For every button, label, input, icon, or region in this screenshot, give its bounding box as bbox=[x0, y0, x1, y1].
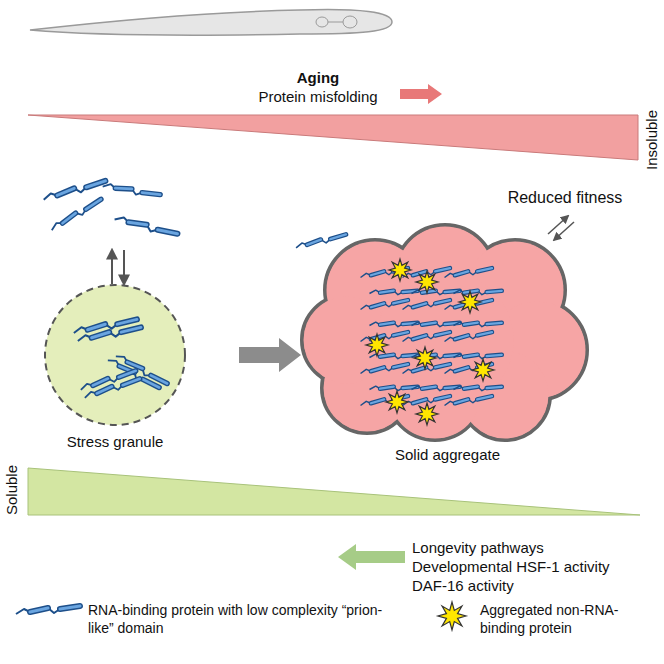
stress-granule-shape bbox=[43, 283, 187, 427]
protein-icon bbox=[295, 234, 347, 247]
aggregated-star bbox=[459, 291, 481, 313]
pathway-label: Longevity pathways bbox=[412, 539, 544, 557]
misfolding-arrow bbox=[400, 84, 442, 104]
protein-icon bbox=[77, 327, 141, 341]
protein-icon bbox=[402, 300, 450, 309]
insoluble-wedge bbox=[28, 115, 638, 160]
protein-icon bbox=[444, 268, 492, 277]
worm-pharynx bbox=[328, 22, 343, 23]
solid-aggregate: Solid aggregate bbox=[305, 230, 590, 440]
protein-icon bbox=[49, 199, 104, 230]
aggregated-star bbox=[389, 259, 411, 281]
worm-bulb bbox=[316, 17, 328, 27]
aggregated-star bbox=[416, 403, 438, 425]
block-arrow bbox=[239, 338, 301, 372]
protein-icon bbox=[411, 319, 459, 328]
equilibrium-arrow bbox=[111, 250, 113, 284]
protein-icon bbox=[103, 180, 161, 202]
axis-label: Soluble bbox=[3, 465, 21, 515]
aggregated-star bbox=[414, 347, 436, 369]
pathway-label: Developmental HSF-1 activity bbox=[412, 558, 610, 576]
equilibrium-arrow bbox=[123, 250, 125, 284]
protein-icon bbox=[453, 319, 501, 328]
protein-icon bbox=[83, 379, 141, 398]
node-label: Solid aggregate bbox=[395, 446, 500, 463]
aggregated-star bbox=[366, 334, 388, 356]
axis-label: Insoluble bbox=[643, 110, 661, 170]
legend-label: Aggregated non-RNA-binding protein bbox=[480, 602, 630, 637]
protein-icon bbox=[411, 287, 459, 296]
longevity-arrow bbox=[338, 544, 405, 570]
soluble-wedge bbox=[28, 468, 640, 515]
stress-granule: Stress granule bbox=[43, 283, 187, 427]
protein-icon bbox=[16, 606, 80, 614]
protein-icon bbox=[402, 332, 450, 341]
protein-icon bbox=[360, 300, 408, 309]
protein-icon bbox=[444, 332, 492, 341]
protein-icon bbox=[453, 383, 501, 392]
protein-icon bbox=[116, 350, 167, 389]
protein-icon bbox=[115, 212, 178, 241]
title-label: Aging bbox=[297, 69, 340, 87]
protein-icon bbox=[369, 287, 417, 296]
aggregated-star bbox=[386, 391, 408, 413]
protein-icon bbox=[444, 396, 492, 405]
protein-icon bbox=[369, 319, 417, 328]
protein-icon bbox=[453, 351, 501, 360]
protein-icon bbox=[42, 181, 106, 200]
fitness-arrow bbox=[554, 222, 574, 240]
effect-label: Reduced fitness bbox=[508, 188, 623, 207]
protein-icon bbox=[360, 364, 408, 373]
aggregated-star bbox=[416, 271, 438, 293]
protein-icon bbox=[369, 383, 417, 392]
process-label: Protein misfolding bbox=[258, 88, 377, 106]
solid-aggregate-shape bbox=[305, 230, 590, 440]
legend-label: RNA-binding protein with low complexity … bbox=[88, 602, 388, 637]
aggregated-star bbox=[438, 602, 466, 630]
protein-icon bbox=[411, 383, 459, 392]
protein-icon bbox=[360, 332, 408, 341]
pathway-label: DAF-16 activity bbox=[412, 577, 514, 595]
worm bbox=[30, 10, 392, 36]
fitness-arrow bbox=[548, 216, 568, 234]
node-label: Stress granule bbox=[67, 433, 164, 450]
worm-bulb bbox=[343, 16, 357, 28]
aggregated-star bbox=[472, 359, 494, 381]
